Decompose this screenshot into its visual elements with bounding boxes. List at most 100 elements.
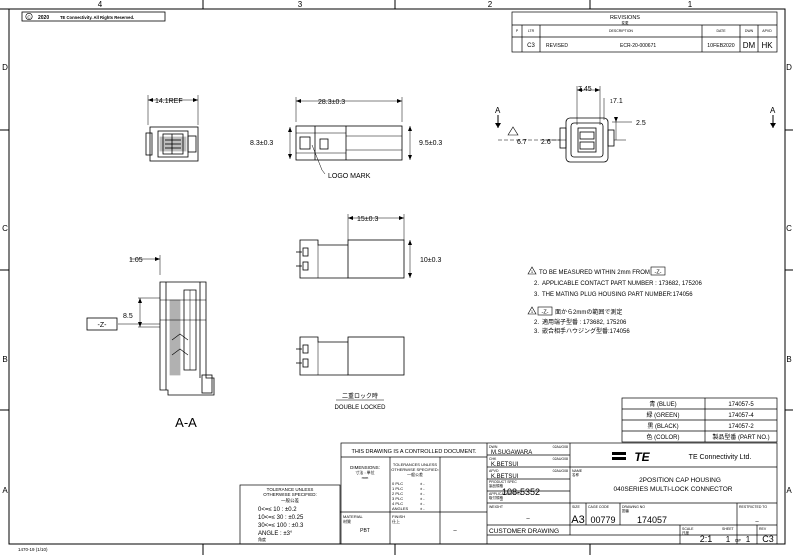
dim-side-note-num: 1 [610, 99, 613, 105]
rev-header-p: P [516, 29, 519, 33]
double-locked-en: DOUBLE LOCKED [334, 405, 386, 411]
rev-value: C3 [762, 534, 774, 544]
color-header-part: 製品型番 (PART NO.) [712, 433, 769, 441]
drawing-no-value: 174057 [637, 515, 667, 525]
svg-text:-Z-: -Z- [541, 310, 548, 316]
svg-text:-Z-: -Z- [654, 270, 661, 276]
material-jp: 材質 [343, 518, 351, 524]
tol-box-line2: OTHERWISE SPECIFIED: [263, 492, 316, 497]
plc-0-label: 0 PLC [392, 481, 403, 486]
name-jp: 名称 [572, 472, 580, 477]
plc-4-value: ± - [420, 501, 425, 506]
dim-aa-top: 1.05 [129, 257, 143, 264]
section-marker-right: A [770, 106, 776, 115]
zone-left-B: B [2, 355, 7, 364]
weight-label: WEIGHT [489, 505, 504, 509]
sheet-total: 1 [746, 535, 751, 544]
svg-text:C: C [27, 15, 31, 20]
plc-4-label: 4 PLC [392, 501, 403, 506]
rev-desc-left: REVISED [546, 43, 568, 49]
dim-mid-height: 10±0.3 [420, 257, 441, 264]
color-row-1-color: 青 (BLUE) [649, 400, 676, 408]
plc-2-value: ± - [420, 491, 425, 496]
dim-height-right: 9.5±0.3 [419, 140, 442, 147]
end-view [145, 95, 199, 162]
drawing-no-jp: 図番 [622, 508, 630, 513]
chk-label: CHK [489, 457, 497, 461]
product-spec-label: PRODUCT SPEC [489, 480, 517, 484]
color-row-2-color: 緑 (GREEN) [646, 411, 679, 419]
dim-aa-side: 8.5 [123, 313, 133, 320]
zone-right-A: A [786, 486, 792, 495]
controlled-document: THIS DRAWING IS A CONTROLLED DOCUMENT. [351, 449, 477, 455]
dim-side-left: 6.7 [517, 139, 527, 146]
rev-dwn: DM [743, 41, 756, 50]
sheet-of: OF [735, 538, 742, 543]
title-block [340, 442, 778, 545]
logo-mark-label: LOGO MARK [328, 173, 371, 180]
zone-labels: 4 3 2 1 D C B A D C B A [2, 0, 792, 495]
dim-side-top: 7.45 [578, 86, 592, 93]
rev-header-dwn: DWN [745, 29, 754, 33]
plc-1-label: 1 PLC [392, 486, 403, 491]
material-value: PBT [360, 528, 370, 534]
revisions-block [511, 11, 778, 53]
color-table [621, 397, 778, 443]
drawing-no-label: DRAWING NO [622, 505, 645, 509]
plc-3-label: 3 PLC [392, 496, 403, 501]
app-spec-value: – [500, 498, 503, 504]
svg-text:1: 1 [531, 269, 534, 274]
tol-row-2: 10<=≤ 30 : ±0.25 [258, 515, 304, 521]
double-locked-view [296, 336, 405, 376]
note-2-num-en: 2. [534, 281, 539, 287]
size-label: SIZE [572, 505, 580, 509]
tol-angle-jp: 角度 [258, 536, 266, 542]
chk-date: 02AUG08 [553, 457, 568, 461]
sheet-value: 1 [726, 535, 731, 544]
zone-top-3: 3 [298, 0, 303, 9]
dwn-date: 02AUG08 [553, 445, 568, 449]
rev-apvd: HK [761, 41, 773, 50]
notes-japanese: 1 -Z- 面から2mmの範囲で測定 2. 適用端子型番 : 173682, 1… [527, 306, 630, 335]
cage-label: CAGE CODE [588, 505, 610, 509]
copyright-box: C 2020 TE Connectivity. All Rights Reser… [21, 11, 166, 22]
app-spec-label: APPLICATION SPEC [489, 492, 523, 496]
rev-ltr: C3 [527, 43, 535, 49]
rev-header-desc: DESCRIPTION [609, 29, 633, 33]
zone-left-C: C [2, 224, 8, 233]
color-header-color: 色 (COLOR) [646, 433, 679, 441]
app-spec-jp: 取付規格 [489, 495, 503, 500]
svg-text:1: 1 [531, 309, 534, 314]
copyright-year: 2020 [38, 15, 49, 21]
plc-angles-value: ± - [420, 506, 425, 511]
revisions-title: REVISIONS [610, 15, 640, 21]
tolerance-box [239, 484, 341, 545]
tol-header-2: OTHERWISE SPECIFIED: [391, 467, 439, 472]
zone-right-B: B [786, 355, 791, 364]
weight-value: – [526, 516, 530, 522]
product-spec-jp: 製品規格 [489, 483, 503, 488]
name-label: NAME [572, 469, 583, 473]
tol-box-line1: TOLERANCE UNLESS [267, 487, 314, 492]
sheet-label: SHEET [722, 527, 735, 531]
note-1-en: TO BE MEASURED WITHIN 2mm FROM [539, 270, 650, 276]
zone-right-D: D [786, 63, 792, 72]
note-3-jp: 嵌合相手ハウジング型番:174056 [542, 327, 630, 335]
dim-height-left: 8.3±0.3 [250, 140, 273, 147]
front-view [495, 86, 776, 163]
color-row-3-part: 174057-2 [728, 424, 754, 430]
note-2-num-jp: 2. [534, 320, 539, 326]
revisions-title-jp: 変更 [622, 20, 630, 25]
name-line-1: 2POSITION CAP HOUSING [639, 477, 721, 484]
zone-top-4: 4 [98, 0, 103, 9]
zone-top-1: 1 [688, 0, 693, 9]
finish-label: FINISH [392, 514, 405, 519]
tol-row-3: 30<=≤ 100 : ±0.3 [258, 523, 304, 529]
notes-english: 1 TO BE MEASURED WITHIN 2mm FROM -Z- 2. … [527, 266, 703, 298]
zone-left-A: A [2, 486, 8, 495]
section-marker-left: A [495, 106, 501, 115]
note-3-en: THE MATING PLUG HOUSING PART NUMBER:1740… [542, 292, 693, 298]
rev-header-date: DATE [716, 29, 726, 33]
rev-desc-right: ECR-20-000671 [620, 43, 656, 49]
dim-side-right: 2.5 [636, 120, 646, 127]
